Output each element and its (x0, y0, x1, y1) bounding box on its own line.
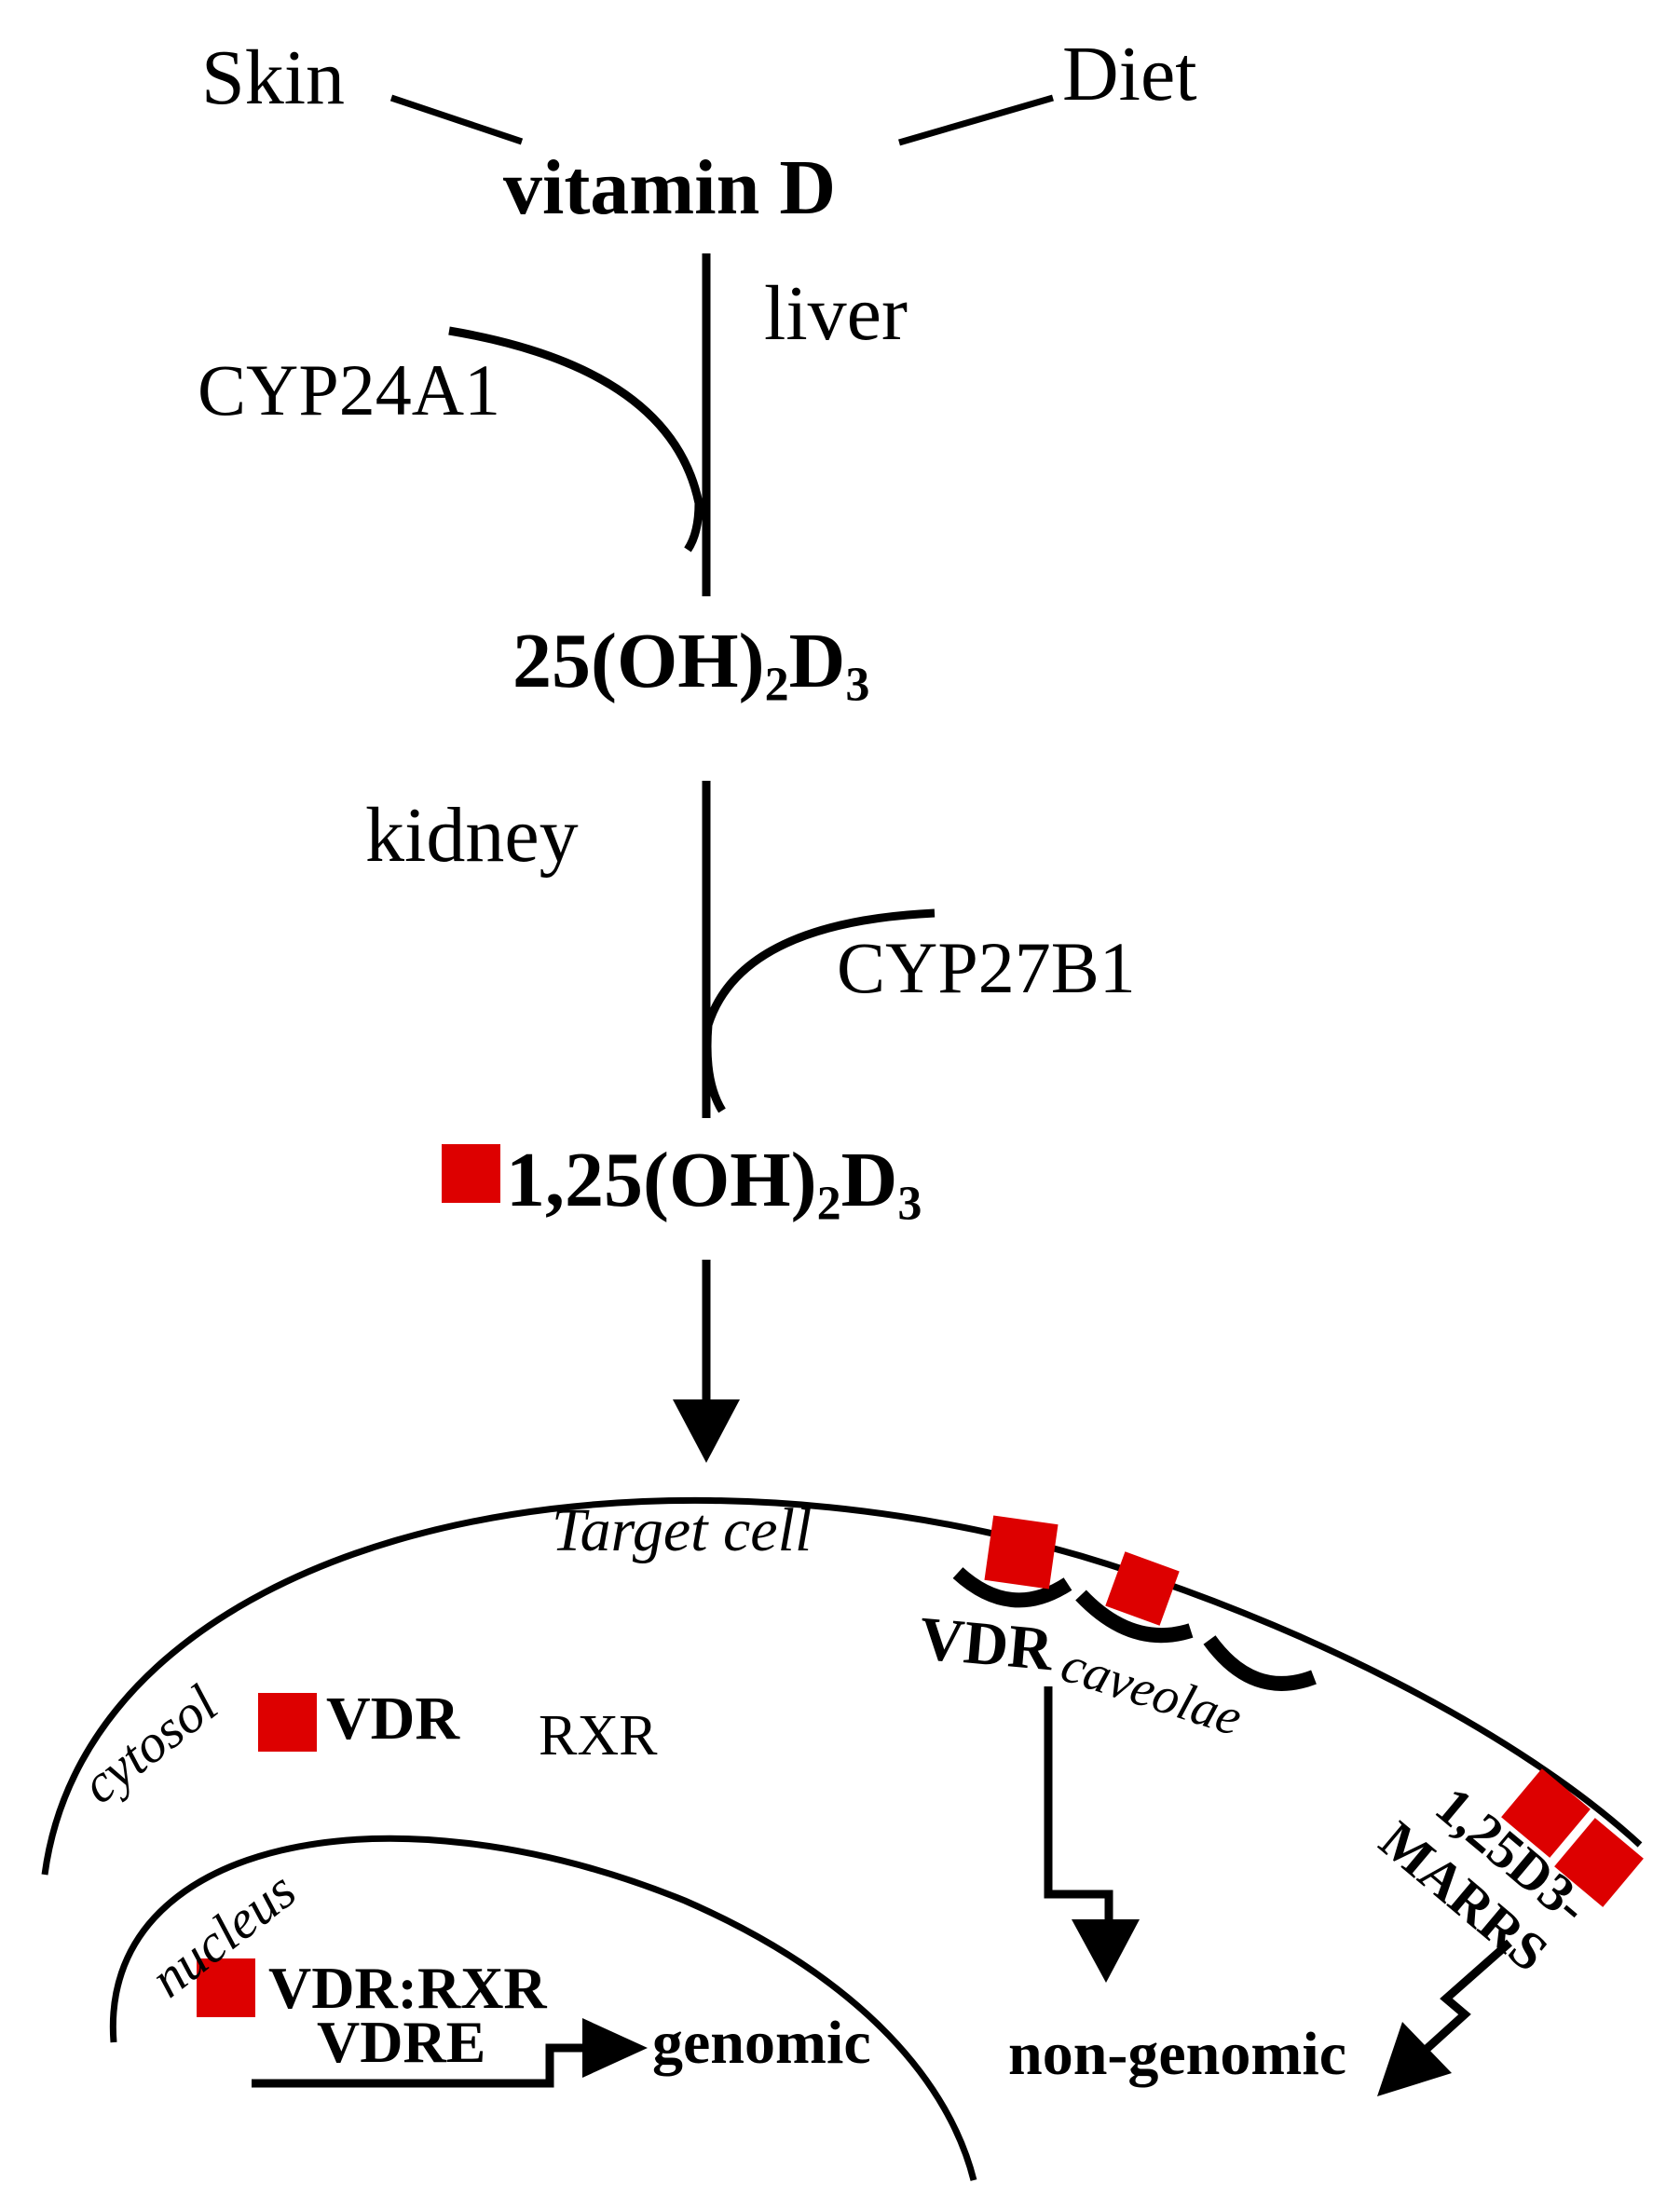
metabolite-25-sub2: 3 (845, 658, 870, 712)
vitamin-d-label: vitamin D (503, 144, 836, 231)
cyp24a1-label: CYP24A1 (198, 349, 501, 430)
vdre-arrowhead (582, 2018, 648, 2078)
skin-label: Skin (201, 34, 346, 121)
non-genomic-label: non-genomic (1008, 2020, 1346, 2088)
vdr-rxr-label: VDR:RXR (268, 1955, 547, 2021)
membrane-vdr-receptor-1 (952, 1566, 1072, 1608)
marrs-signal-arrowhead (1377, 2022, 1452, 2096)
skin-connector (389, 94, 524, 145)
vdr-signal-arrowhead (1072, 1919, 1140, 1983)
metabolite-25-mid: D (788, 618, 846, 704)
target-cell-label: Target cell (552, 1496, 813, 1564)
cell-membrane (41, 1496, 1643, 1876)
marrs-signal-arrow-line (1422, 1939, 1512, 2054)
ligand-square-nucleus (197, 1958, 255, 2017)
cyp24a1-curve (448, 326, 703, 553)
membrane-vdr-receptor-2 (1075, 1590, 1194, 1644)
nucleus-membrane (109, 1835, 977, 2181)
metabolite-25-main: 25(OH) (512, 618, 765, 704)
ligand-square-membrane-2 (1105, 1551, 1180, 1626)
metabolite-125-sub1: 2 (816, 1177, 841, 1231)
ligand-square-125 (442, 1144, 500, 1203)
metabolite-125oh2d3: 1,25(OH)2D3 (506, 1141, 922, 1229)
cyp27b1-label: CYP27B1 (837, 927, 1136, 1008)
genomic-label: genomic (652, 2009, 871, 2077)
ligand-square-marrs-2 (1554, 1818, 1644, 1907)
vdr-signal-arrow-line (1044, 1686, 1113, 1919)
ligand-square-cytosol (258, 1693, 317, 1752)
cyp27b1-curve (703, 908, 936, 1113)
liver-label: liver (764, 270, 908, 357)
metabolite-25-sub1: 2 (764, 658, 789, 712)
kidney-label: kidney (365, 792, 579, 879)
vdr-cytosol-label: VDR (326, 1685, 459, 1753)
metabolite-125-sub2: 3 (897, 1177, 922, 1231)
vdre-label: VDRE (317, 2009, 486, 2075)
rxr-label: RXR (539, 1704, 658, 1767)
to-target-cell-arrowhead (673, 1399, 740, 1463)
metabolite-125-mid: D (840, 1137, 898, 1223)
metabolite-25oh2d3: 25(OH)2D3 (512, 622, 869, 710)
ligand-square-membrane-1 (984, 1515, 1059, 1590)
vdre-arrow-line (252, 2043, 587, 2088)
diet-label: Diet (1062, 31, 1197, 117)
membrane-vdr-receptor-3 (1203, 1635, 1317, 1691)
diet-connector (898, 94, 1054, 146)
vdr-membrane-label: VDR (916, 1604, 1056, 1685)
metabolite-125-main: 1,25(OH) (506, 1137, 817, 1223)
ligand-square-marrs-1 (1501, 1768, 1591, 1858)
